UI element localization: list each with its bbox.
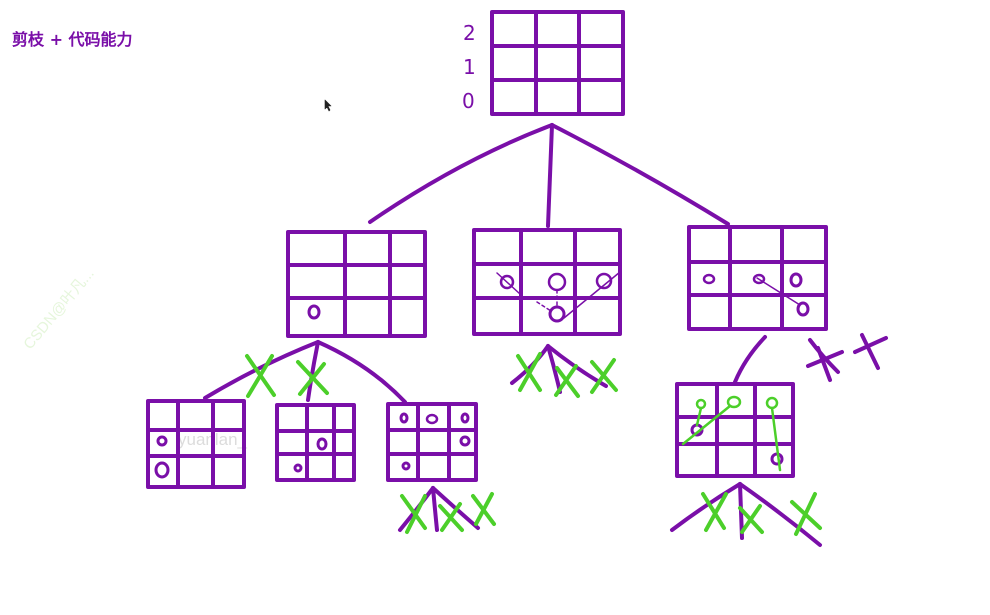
- piece-o: [425, 413, 439, 425]
- piece-o: [460, 412, 470, 424]
- piece-o: [547, 272, 567, 292]
- piece-o: [789, 272, 803, 288]
- board-level1-left: [286, 230, 427, 338]
- piece-o: [595, 272, 613, 290]
- page-title: 剪枝 + 代码能力: [12, 30, 133, 49]
- board-level2-c: [386, 402, 478, 482]
- piece-o: [316, 437, 328, 451]
- board-level1-right: [687, 225, 828, 331]
- piece-o: [796, 301, 810, 317]
- piece-o: [154, 461, 170, 479]
- green-pieces-level2-d: [681, 395, 782, 472]
- piece-o: [499, 274, 515, 290]
- piece-o: [702, 273, 716, 285]
- root-board: [490, 10, 625, 116]
- pruned-marks-level2-d: [701, 492, 822, 536]
- piece-o: [293, 463, 303, 473]
- board-level2-a: [146, 399, 246, 489]
- row-label-0: 0: [462, 89, 475, 113]
- root-branches: [368, 123, 730, 228]
- pruned-marks-level1-left: [245, 354, 329, 398]
- branches-level1-left: [203, 340, 407, 404]
- piece-o: [459, 435, 471, 447]
- piece-o: [156, 435, 168, 447]
- row-label-1: 1: [463, 55, 476, 79]
- pruned-marks-level1-right: [806, 333, 888, 382]
- piece-o: [548, 305, 566, 323]
- move-lines-middle: [496, 271, 621, 319]
- board-level1-middle: [472, 228, 622, 336]
- move-lines-right: [756, 277, 801, 306]
- pruned-marks-level2-c: [400, 492, 496, 534]
- board-level2-b: [275, 403, 356, 482]
- pruned-marks-level1-middle: [516, 352, 618, 398]
- row-label-2: 2: [463, 21, 476, 45]
- cursor-icon: [324, 99, 332, 112]
- piece-o: [399, 412, 409, 424]
- piece-o: [307, 304, 321, 320]
- piece-o: [401, 461, 411, 471]
- piece-o: [752, 273, 766, 285]
